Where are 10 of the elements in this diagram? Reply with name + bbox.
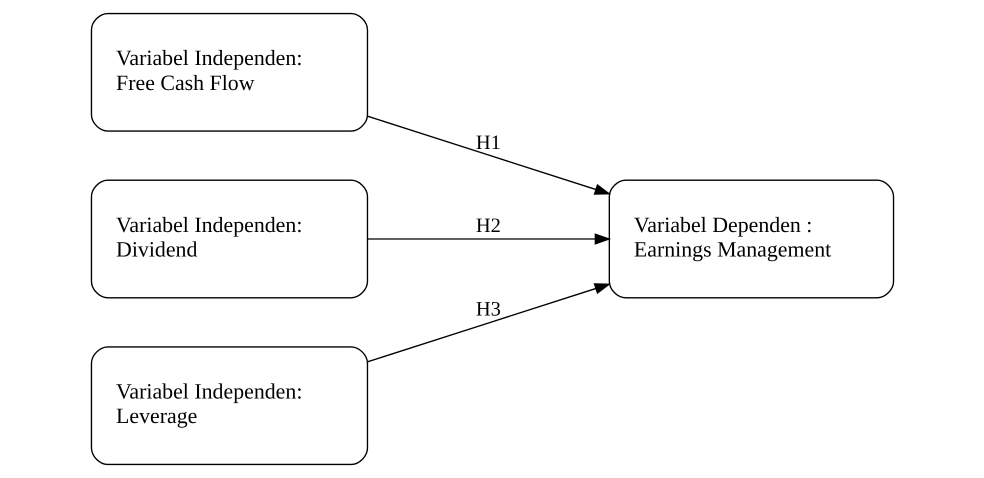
edge-label: H1 bbox=[475, 132, 500, 154]
node-box: Variabel Independen: Dividend bbox=[90, 180, 368, 298]
node-box: Variabel Independen: Leverage bbox=[90, 346, 368, 466]
node-box: Variabel Dependen : Earnings Management bbox=[608, 180, 894, 298]
node-box: Variabel Independen: Free Cash Flow bbox=[90, 12, 368, 132]
arrow bbox=[367, 116, 610, 195]
arrow bbox=[367, 233, 611, 245]
edge-label: H2 bbox=[475, 215, 500, 238]
edge-label: H3 bbox=[475, 298, 500, 321]
arrow bbox=[367, 283, 610, 362]
